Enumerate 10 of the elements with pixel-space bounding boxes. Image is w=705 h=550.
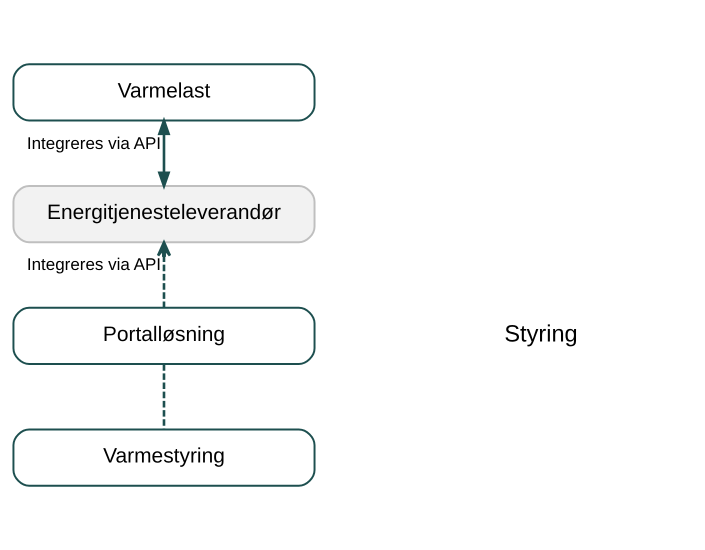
connector bbox=[162, 364, 166, 430]
arrow bbox=[158, 116, 170, 190]
node-box: Portalløsning bbox=[12, 306, 316, 365]
node-box: Varmelast bbox=[12, 63, 316, 122]
edge-label: Integreres via API bbox=[26, 134, 162, 154]
edge-label: Integreres via API bbox=[26, 254, 162, 274]
label: Styring bbox=[504, 320, 578, 347]
arrow bbox=[156, 241, 172, 308]
node-box: Varmestyring bbox=[12, 428, 316, 487]
node-box: Energitjenesteleverandør bbox=[12, 185, 316, 244]
